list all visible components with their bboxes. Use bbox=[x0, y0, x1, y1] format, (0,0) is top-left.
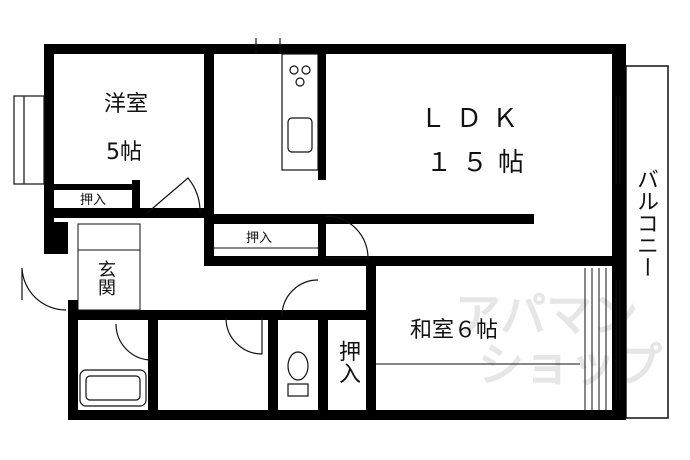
watermark-line2: ショップ bbox=[478, 338, 662, 392]
bathtub bbox=[79, 369, 147, 407]
balcony-railing bbox=[584, 268, 614, 418]
interior-walls bbox=[54, 54, 618, 420]
western-room-name: 洋室 bbox=[104, 92, 149, 117]
entrance-step bbox=[77, 223, 141, 311]
center-closet-label: 押入 bbox=[246, 231, 273, 246]
ldk-room-name: ＬＤＫ bbox=[420, 104, 529, 134]
ldk-room-size: １５帖 bbox=[426, 148, 535, 178]
windows bbox=[13, 38, 621, 400]
kitchen-counter bbox=[281, 53, 319, 171]
door-swings bbox=[21, 177, 369, 361]
balcony-label: バルコニー bbox=[633, 168, 658, 278]
entrance-label: 玄関 bbox=[95, 260, 116, 296]
toilet bbox=[287, 351, 309, 397]
japanese-closet-label: 押入 bbox=[335, 340, 360, 384]
japanese-room-name: 和室６帖 bbox=[410, 318, 499, 343]
closet-lines bbox=[214, 247, 580, 365]
western-room-size: 5帖 bbox=[106, 140, 142, 165]
western-closet-label: 押入 bbox=[80, 193, 107, 208]
watermark-line1: アパマン bbox=[455, 288, 639, 342]
